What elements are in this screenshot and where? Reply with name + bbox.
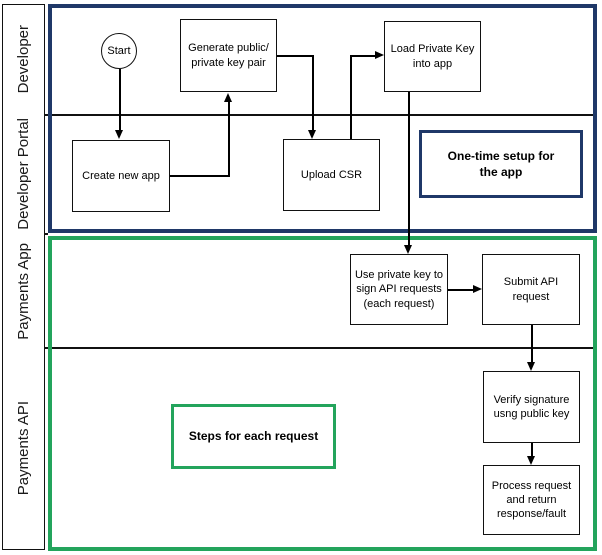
flow-node-start: Start <box>101 33 137 69</box>
arrow-upload-csr-to-load-key-segment <box>349 55 352 139</box>
arrow-create-app-to-generate-keys <box>170 175 229 177</box>
lane-label-text: Payments App <box>15 243 32 340</box>
lane-label-text: Developer Portal <box>15 117 32 230</box>
arrow-upload-csr-to-load-key <box>350 54 376 57</box>
flow-node-create-new-app: Create new app <box>72 140 170 212</box>
arrowhead-down-icon <box>403 245 412 254</box>
steps-per-request-callout: Steps for each request <box>171 404 336 469</box>
flow-node-load-private-key: Load Private Key into app <box>384 21 481 92</box>
arrowhead-down-icon <box>526 362 535 371</box>
lane-label-developer-portal: Developer Portal <box>2 114 45 233</box>
per-request-group-frame <box>48 236 597 551</box>
flow-node-upload-csr: Upload CSR <box>283 139 380 211</box>
one-time-setup-group-frame <box>48 4 597 233</box>
arrow-generate-keys-to-upload-csr <box>277 55 313 57</box>
lane-label-text: Payments API <box>15 401 32 496</box>
arrowhead-down-icon <box>307 130 316 139</box>
arrow-verify-to-process <box>530 443 533 457</box>
arrowhead-down-icon <box>526 456 535 465</box>
arrow-generate-keys-to-upload-csr-segment <box>311 55 314 131</box>
lane-divider-developer-portal <box>2 114 597 116</box>
arrow-use-key-to-submit <box>448 288 474 291</box>
arrowhead-down-icon <box>114 130 123 139</box>
flow-node-use-private-key: Use private key to sign API requests (ea… <box>350 254 448 325</box>
flow-node-process-request: Process request and return response/faul… <box>483 465 580 535</box>
one-time-setup-callout: One-time setup for the app <box>419 130 583 198</box>
lane-divider-app-api <box>2 347 597 349</box>
lane-label-developer: Developer <box>2 4 45 114</box>
lane-label-text: Developer <box>15 24 32 94</box>
flow-node-verify-signature: Verify signature usng public key <box>483 371 580 443</box>
lane-label-payments-app: Payments App <box>2 236 45 347</box>
flow-node-generate-key-pair: Generate public/ private key pair <box>180 19 277 92</box>
arrow-submit-to-verify <box>530 325 533 363</box>
arrow-start-to-create-app <box>118 69 121 131</box>
arrowhead-right-icon <box>473 285 482 293</box>
arrowhead-right-icon <box>375 51 384 59</box>
lane-label-column <box>2 4 45 550</box>
flow-node-submit-api-request: Submit API request <box>482 254 580 325</box>
arrow-load-key-to-use-key <box>407 92 410 246</box>
arrowhead-up-icon <box>223 93 232 102</box>
arrow-create-app-to-generate-keys-segment <box>227 101 230 177</box>
lane-label-payments-api: Payments API <box>2 348 45 549</box>
